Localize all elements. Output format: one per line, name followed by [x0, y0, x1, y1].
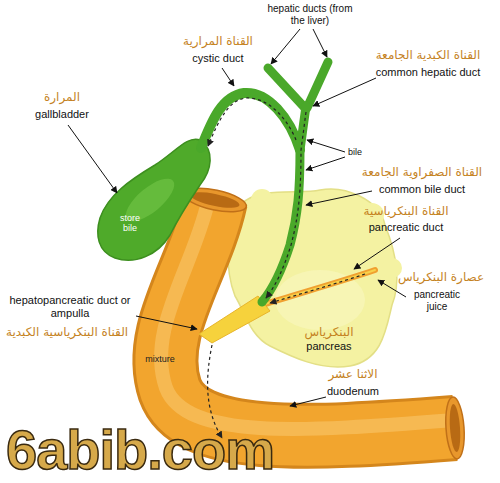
- part-label: القناة البنكرياسية: [350, 205, 462, 219]
- part-label: gallbladder: [20, 108, 104, 121]
- biliary-tree: [98, 62, 328, 302]
- part-label: القناة البنكرياسية الكبدية: [4, 326, 130, 340]
- part-label: pancreatic juice: [408, 289, 466, 312]
- part-label: bile: [340, 147, 370, 157]
- part-label: القناة الكبدية الجامعة: [362, 49, 494, 63]
- leader-lines: [68, 29, 406, 406]
- part-label: المرارة: [20, 91, 104, 105]
- duodenum-node: mixture: [137, 352, 183, 366]
- part-label: duodenum: [314, 385, 392, 398]
- part-label: common bile duct: [348, 183, 496, 196]
- part-label: pancreatic duct: [350, 221, 462, 234]
- duodenum-tube: [161, 184, 466, 460]
- gallbladder-node: store bile: [110, 211, 150, 236]
- pancreatic-duct-drawing: [199, 270, 375, 343]
- organ-text: البنكرياس: [291, 326, 367, 340]
- organ-text: store bile: [112, 213, 148, 234]
- part-label: hepatic ducts (from the liver): [266, 3, 354, 26]
- part-label: hepatopancreatic duct or ampulla: [6, 294, 134, 319]
- pancreas-node: البنكرياسpancreas: [289, 324, 369, 354]
- watermark: 6abib.com: [6, 422, 274, 478]
- part-label: cystic duct: [163, 52, 273, 65]
- part-label: common hepatic duct: [362, 66, 494, 79]
- organ-text: pancreas: [291, 340, 367, 353]
- part-label: عصارة البنكرياس: [386, 271, 496, 285]
- part-label: الاثنا عشر: [314, 368, 392, 382]
- organ-text: mixture: [139, 354, 181, 364]
- part-label: القناة المرارية: [163, 35, 273, 49]
- part-label: القناة الصفراوية الجامعة: [348, 166, 496, 180]
